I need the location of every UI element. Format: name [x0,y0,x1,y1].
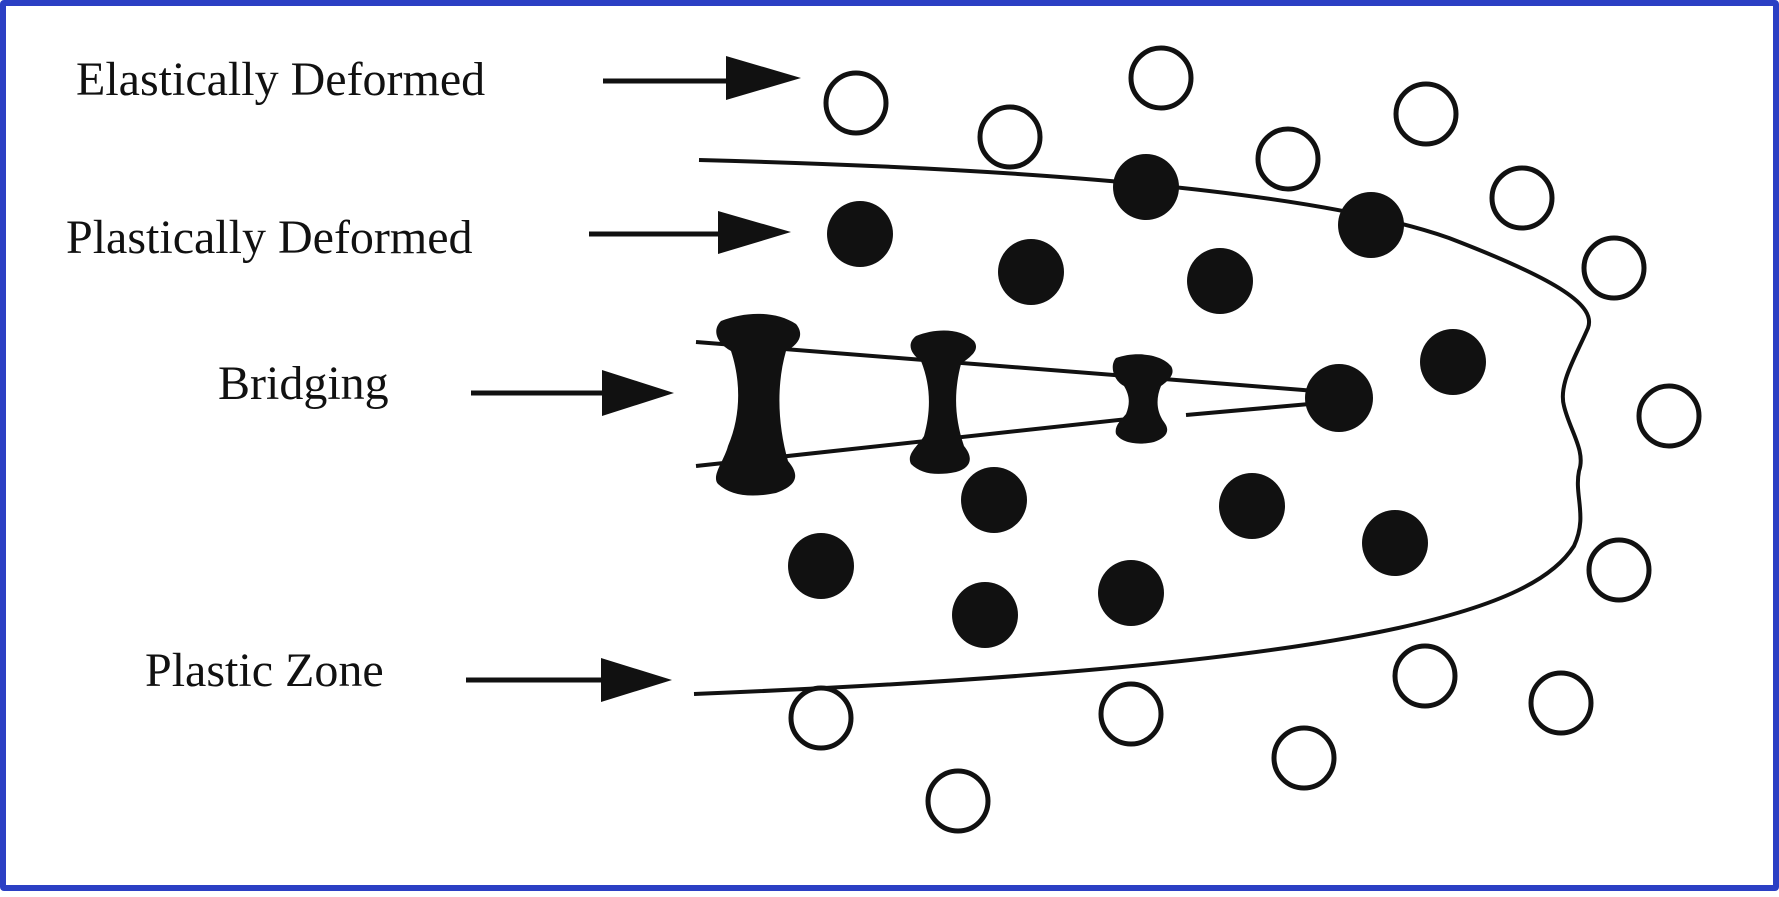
elastic-particles [788,45,1702,834]
bridge-3 [1112,354,1173,444]
elastic-particle [925,768,991,834]
elastic-particle [1636,383,1702,449]
plastic-particle [827,201,893,267]
plastic-particle [1305,364,1373,432]
elastic-particle [1489,165,1555,231]
arrow-plastic-zone [466,658,672,702]
crack [695,340,1342,468]
elastic-particle [1581,235,1647,301]
bridge-1 [715,313,801,496]
plastic-particle [1338,192,1404,258]
elastic-particle [1528,670,1594,736]
bridge-2 [909,330,977,474]
plastic-zone-diagram: Elastically Deformed Plastically Deforme… [66,45,1702,834]
plastic-particle [1187,248,1253,314]
elastic-particle [1271,725,1337,791]
plastic-particle [1420,329,1486,395]
elastic-particle [977,104,1043,170]
plastic-particle [952,582,1018,648]
bridging-ligaments [715,313,1173,496]
elastic-particle [1586,537,1652,603]
plastic-particle [998,239,1064,305]
plastic-particle [1362,510,1428,576]
arrow-bridging [471,370,674,416]
elastic-particle [1255,126,1321,192]
plastic-particle [1098,560,1164,626]
plastic-particle [1219,473,1285,539]
elastic-particle [1128,45,1194,111]
label-plastic-zone: Plastic Zone [145,644,384,697]
plastic-zone-boundary [693,158,1592,696]
arrow-elastic [603,56,801,100]
arrow-plastic [589,211,791,254]
elastic-particle [788,685,854,751]
plastic-particle [1113,154,1179,220]
elastic-particle [1393,81,1459,147]
label-bridging: Bridging [218,357,389,410]
label-elastically-deformed: Elastically Deformed [76,53,485,106]
elastic-particle [1098,681,1164,747]
plastic-particle [961,467,1027,533]
plastic-particle [788,533,854,599]
plastic-particles [788,154,1486,648]
elastic-particle [823,70,889,136]
elastic-particle [1392,643,1458,709]
label-plastically-deformed: Plastically Deformed [66,211,473,264]
